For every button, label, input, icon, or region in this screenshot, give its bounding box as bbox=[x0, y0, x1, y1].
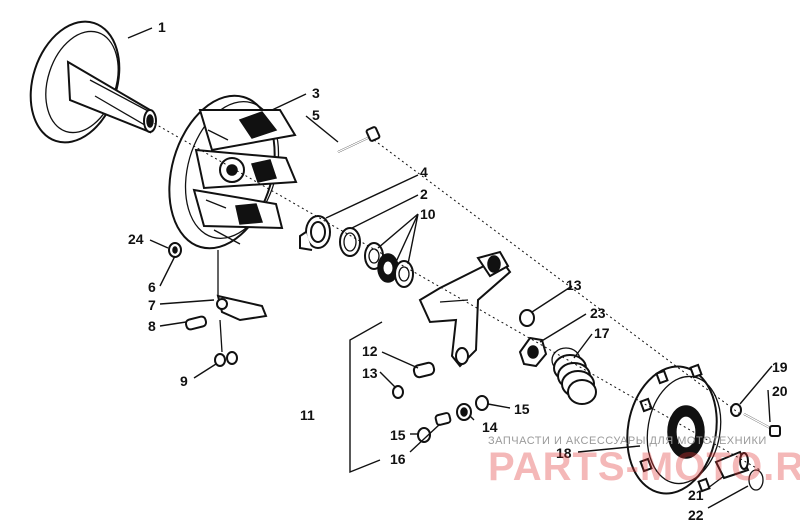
callout-16: 16 bbox=[390, 451, 406, 467]
part-10-washers bbox=[364, 242, 414, 288]
callout-17: 17 bbox=[594, 325, 610, 341]
watermark: ЗАПЧАСТИ И АКСЕССУАРЫ ДЛЯ МОТОТЕХНИКИ PA… bbox=[488, 435, 800, 489]
callout-15-right: 15 bbox=[514, 401, 530, 417]
callout-12: 12 bbox=[362, 343, 378, 359]
part-3-spider-assembly bbox=[168, 94, 298, 250]
part-14-roller bbox=[456, 403, 472, 421]
part-11-roller-arm bbox=[418, 250, 512, 368]
callout-11: 11 bbox=[300, 407, 315, 423]
callout-1: 1 bbox=[158, 19, 166, 35]
part-4-bushing bbox=[299, 215, 331, 251]
callout-6: 6 bbox=[148, 279, 156, 295]
callout-14: 14 bbox=[482, 419, 498, 435]
part-9-washers bbox=[214, 319, 238, 367]
callout-labels: 1 3 5 4 2 10 24 6 7 8 9 13 23 17 12 13 1… bbox=[128, 19, 788, 523]
part-22-clip bbox=[748, 469, 764, 491]
part-15-washer-right bbox=[475, 395, 489, 411]
callout-4: 4 bbox=[420, 164, 428, 180]
callout-13-upper: 13 bbox=[566, 277, 582, 293]
part-12-roller-pin bbox=[412, 361, 436, 379]
part-8-pin bbox=[184, 315, 208, 331]
callout-5: 5 bbox=[312, 107, 320, 123]
watermark-caption: ЗАПЧАСТИ И АКСЕССУАРЫ ДЛЯ МОТОТЕХНИКИ bbox=[488, 435, 767, 447]
part-20-bolt bbox=[743, 413, 781, 437]
part-18-cover bbox=[626, 363, 722, 495]
watermark-logo: PARTS-MOTO.RU bbox=[488, 445, 800, 489]
callout-18: 18 bbox=[556, 445, 572, 461]
callout-22: 22 bbox=[688, 507, 704, 523]
callout-3: 3 bbox=[312, 85, 320, 101]
part-13-bushing-lower bbox=[392, 385, 404, 399]
part-21-plug bbox=[714, 450, 750, 480]
part-17-spring bbox=[551, 347, 597, 405]
callout-9: 9 bbox=[180, 373, 188, 389]
part-7-weight-arm bbox=[216, 250, 268, 322]
part-5-bolt bbox=[337, 126, 381, 153]
callout-10: 10 bbox=[420, 206, 436, 222]
callout-24: 24 bbox=[128, 231, 144, 247]
callout-23: 23 bbox=[590, 305, 606, 321]
callout-20: 20 bbox=[772, 383, 788, 399]
part-24-nut bbox=[168, 242, 182, 258]
part-15-washer-left bbox=[417, 427, 431, 443]
assembly-axis bbox=[149, 120, 761, 471]
part-1-sheave bbox=[29, 20, 157, 144]
callout-19: 19 bbox=[772, 359, 788, 375]
callout-7: 7 bbox=[148, 297, 156, 313]
group-11-bracket bbox=[349, 321, 383, 474]
callout-15-left: 15 bbox=[390, 427, 406, 443]
callout-8: 8 bbox=[148, 318, 156, 334]
part-16-roller-small bbox=[434, 412, 452, 426]
part-2-ring bbox=[339, 227, 361, 257]
callout-13-lower: 13 bbox=[362, 365, 378, 381]
leader-lines bbox=[127, 27, 773, 509]
callout-21: 21 bbox=[688, 487, 704, 503]
part-13-bushing-upper bbox=[519, 309, 535, 327]
callout-2: 2 bbox=[420, 186, 428, 202]
part-23-nut bbox=[518, 336, 548, 368]
